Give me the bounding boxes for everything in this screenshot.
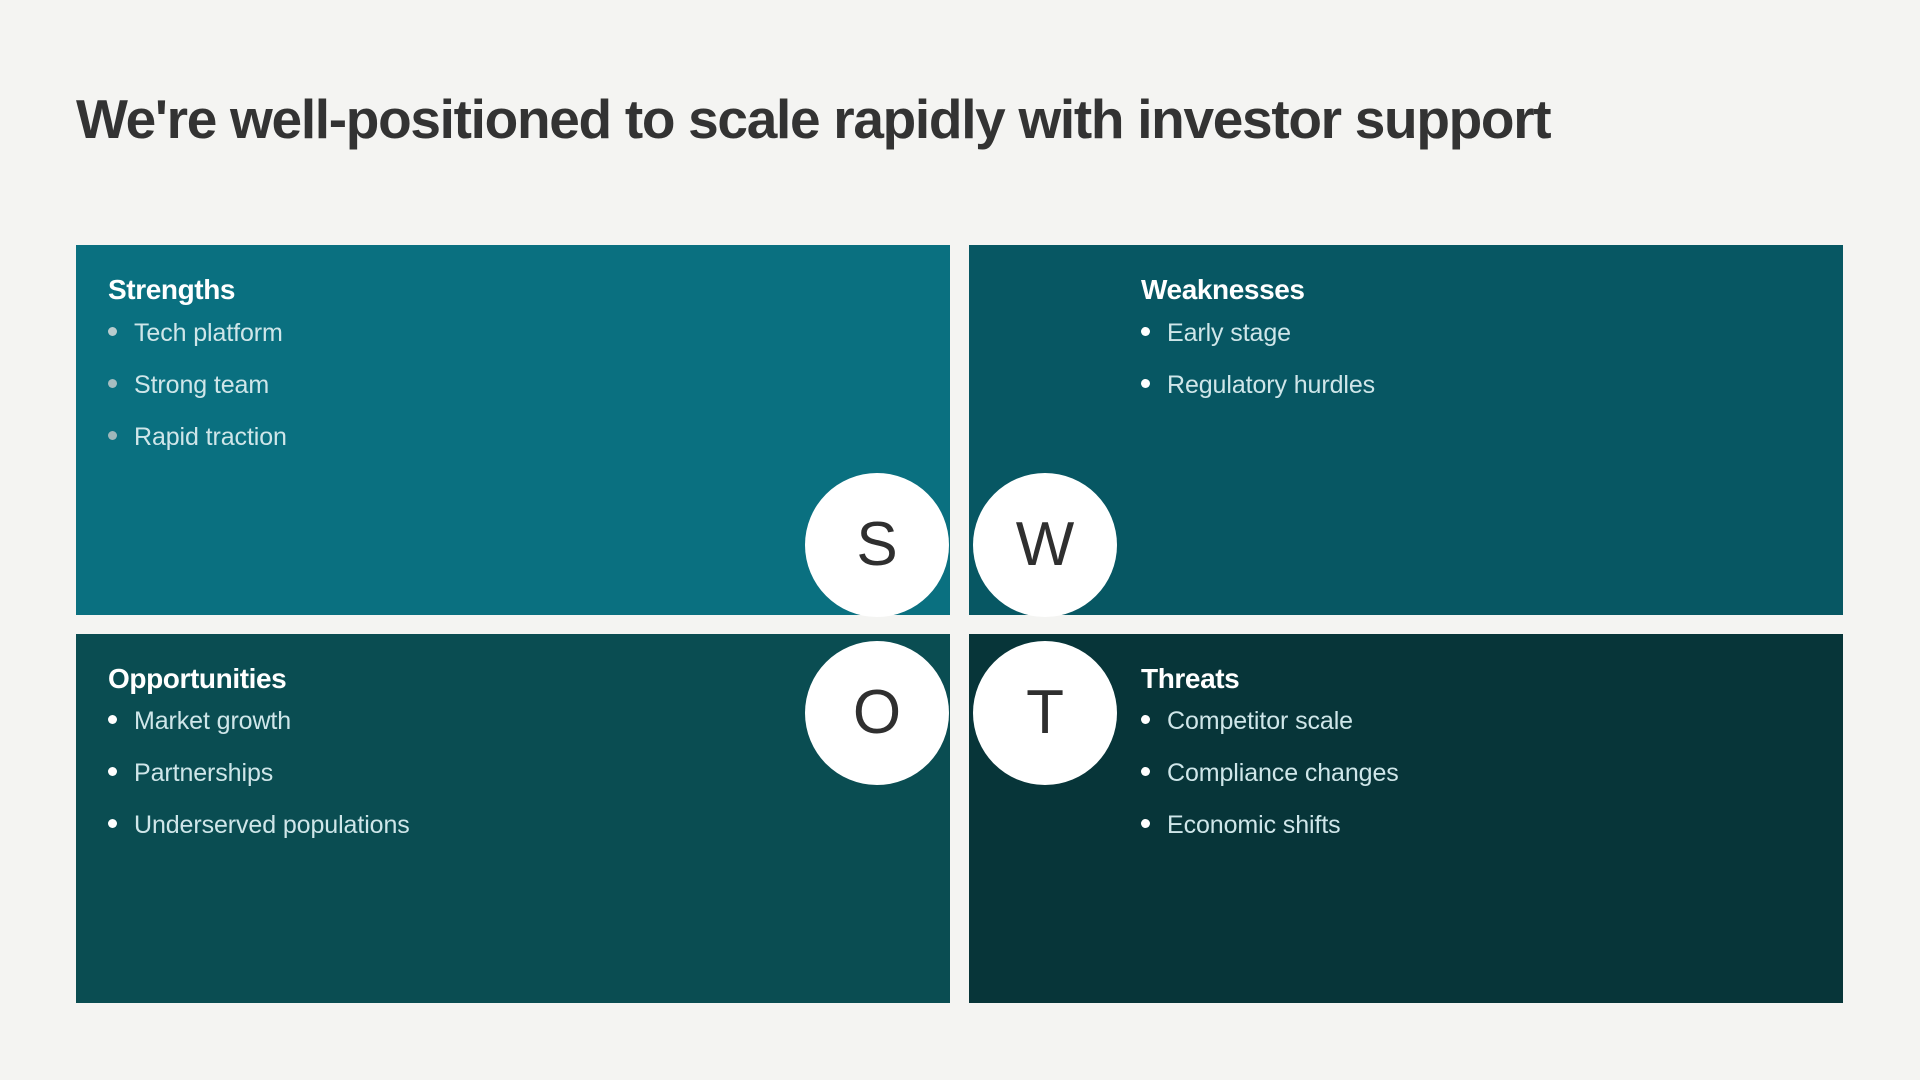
bullet-dot-icon	[108, 715, 117, 725]
swot-badge-weaknesses: W	[973, 473, 1117, 617]
quadrant-title-threats: Threats	[1141, 662, 1240, 694]
swot-badge-opportunities: O	[805, 641, 949, 785]
bullet-dot-icon	[108, 819, 117, 829]
bullet-dot-icon	[1141, 378, 1150, 388]
list-item-label: Early stage	[1167, 318, 1291, 347]
bullet-dot-icon	[1141, 819, 1150, 829]
list-item-label: Regulatory hurdles	[1167, 370, 1376, 399]
list-item: Market growth	[108, 709, 914, 734]
list-item: Early stage	[1141, 318, 1807, 347]
list-item: Compliance changes	[1141, 761, 1807, 786]
page-title: We're well-positioned to scale rapidly w…	[76, 87, 1552, 150]
quadrant-list-weaknesses: Early stage Regulatory hurdles	[1141, 318, 1807, 399]
quadrant-title-opportunities: Opportunities	[108, 662, 287, 694]
quadrant-title-weaknesses: Weaknesses	[1141, 274, 1305, 305]
bullet-dot-icon	[108, 430, 117, 440]
swot-matrix: Strengths Tech platform Strong team Rapi…	[76, 245, 1843, 1003]
list-item-label: Compliance changes	[1167, 759, 1399, 788]
swot-badge-threats: T	[973, 641, 1117, 785]
bullet-dot-icon	[108, 378, 117, 388]
quadrant-opportunities: Opportunities Market growth Partnerships…	[76, 633, 950, 1003]
list-item: Tech platform	[108, 318, 914, 347]
quadrant-list-threats: Competitor scale Compliance changes Econ…	[1141, 709, 1807, 838]
list-item-label: Tech platform	[134, 318, 283, 347]
bullet-dot-icon	[108, 767, 117, 777]
list-item-label: Rapid traction	[134, 422, 287, 451]
list-item: Competitor scale	[1141, 709, 1807, 734]
quadrant-strengths: Strengths Tech platform Strong team Rapi…	[76, 245, 950, 615]
list-item: Partnerships	[108, 761, 914, 786]
quadrant-list-opportunities: Market growth Partnerships Underserved p…	[108, 709, 914, 838]
list-item-label: Partnerships	[134, 759, 274, 788]
list-item: Economic shifts	[1141, 813, 1807, 838]
list-item-label: Competitor scale	[1167, 707, 1353, 736]
bullet-dot-icon	[1141, 715, 1150, 725]
bullet-dot-icon	[1141, 326, 1150, 336]
list-item-label: Underserved populations	[134, 811, 410, 840]
list-item-label: Economic shifts	[1167, 811, 1341, 840]
list-item: Regulatory hurdles	[1141, 370, 1807, 399]
list-item-label: Market growth	[134, 707, 292, 736]
bullet-dot-icon	[108, 326, 117, 336]
quadrant-list-strengths: Tech platform Strong team Rapid traction	[108, 318, 914, 451]
swot-badge-strengths: S	[805, 473, 949, 617]
list-item: Rapid traction	[108, 422, 914, 451]
list-item-label: Strong team	[134, 370, 270, 399]
quadrant-title-strengths: Strengths	[108, 274, 236, 305]
list-item: Strong team	[108, 370, 914, 399]
bullet-dot-icon	[1141, 767, 1150, 777]
list-item: Underserved populations	[108, 813, 914, 838]
